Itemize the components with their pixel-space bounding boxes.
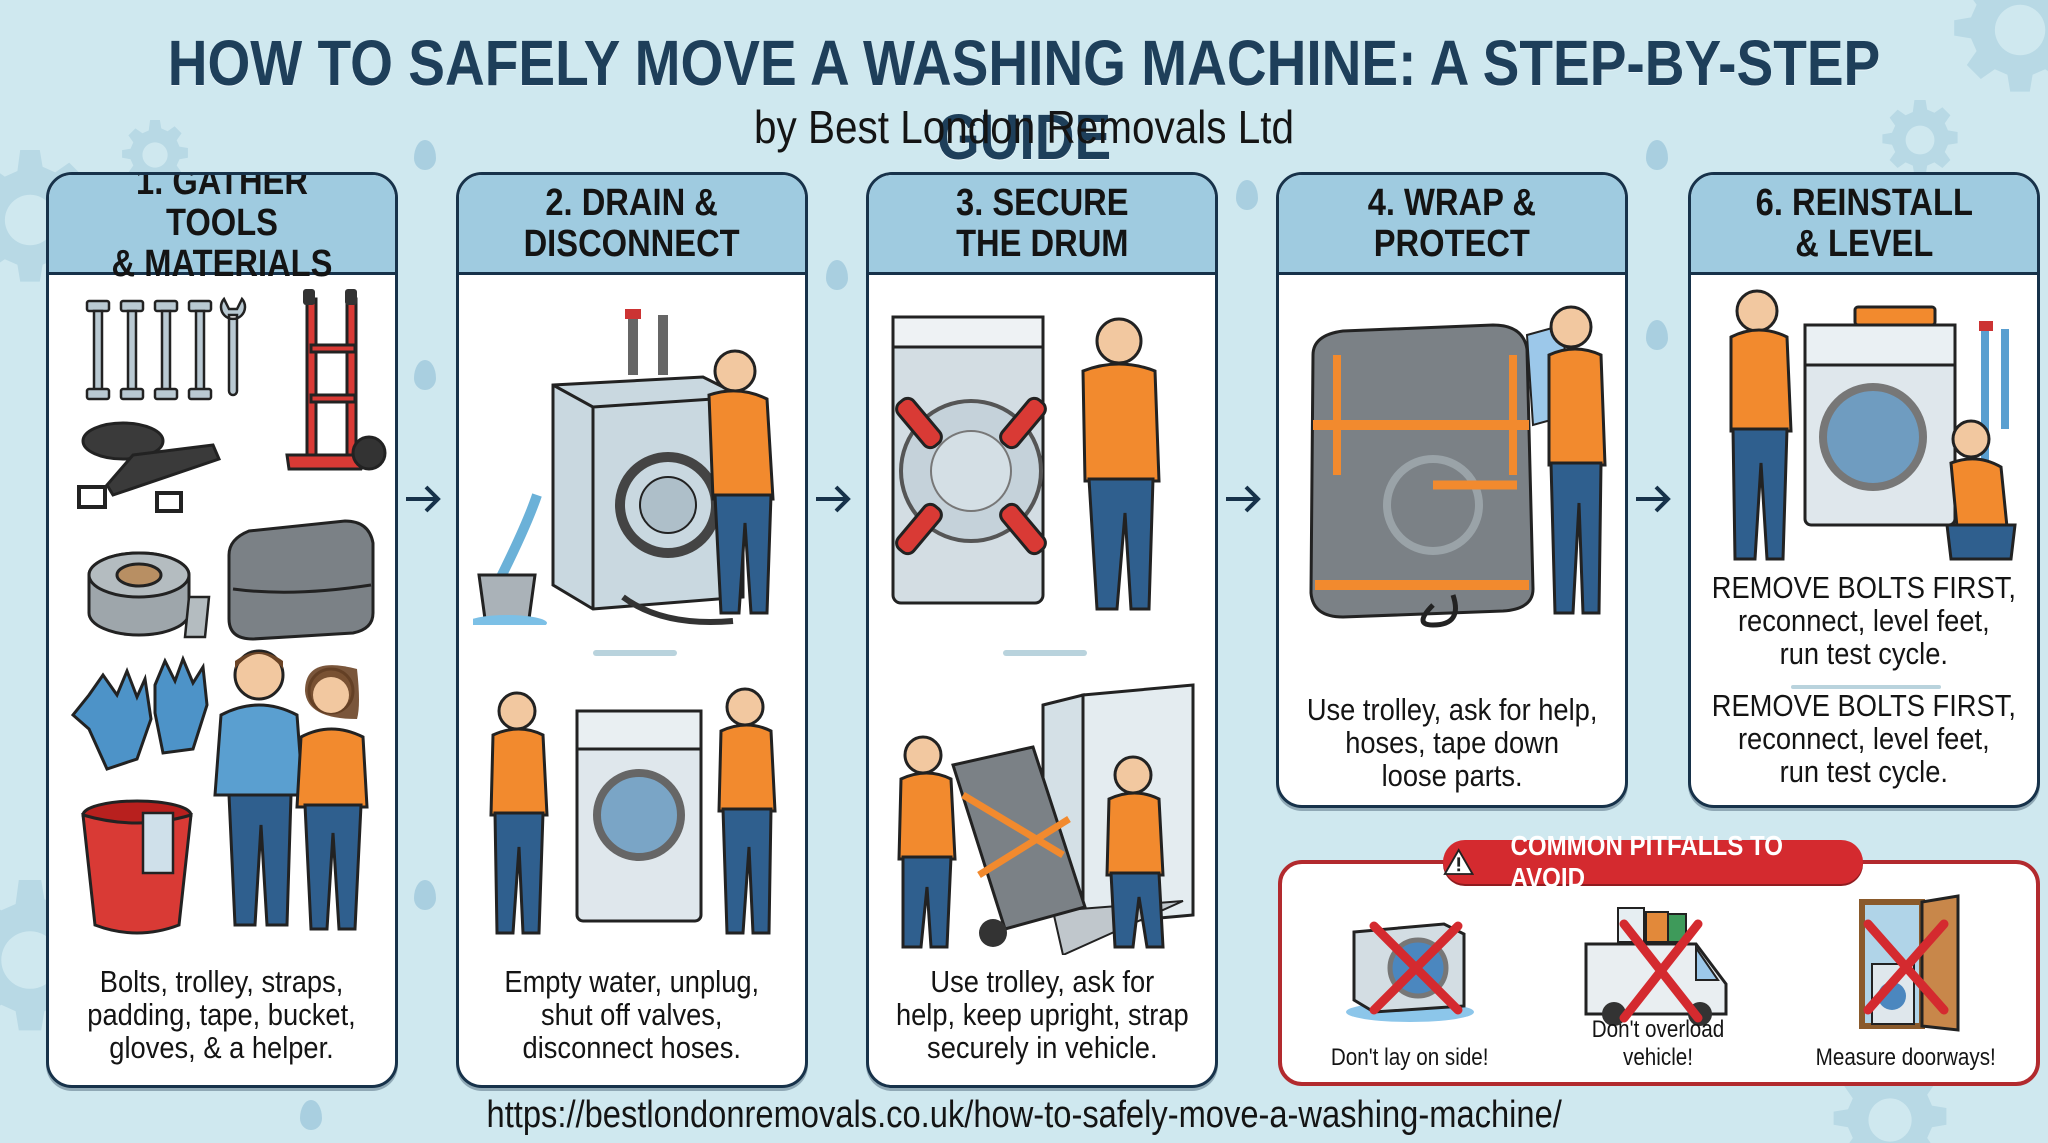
two-helpers-icon: [213, 649, 369, 931]
arrow-right-icon: [816, 485, 851, 513]
step-caption: Use trolley, ask for help, keep upright,…: [869, 965, 1215, 1064]
water-drop-icon: [1236, 180, 1258, 210]
hand-trolley-icon: [285, 289, 387, 471]
pitfall-label-text: Don't lay on side!: [1331, 1044, 1489, 1071]
water-drop-icon: [300, 1100, 322, 1130]
step-caption-text: Use trolley, ask for help, keep upright,…: [895, 964, 1189, 1065]
water-drop-icon: [1646, 140, 1668, 170]
bucket-icon: [81, 799, 193, 935]
duct-tape-icon: [87, 551, 211, 639]
step-title-text: 1. GATHER TOOLS & MATERIALS: [111, 172, 333, 285]
pitfall-label-text: Don't overload vehicle!: [1591, 1016, 1725, 1071]
unplug-machine-illustration: [489, 687, 777, 935]
step-caption: Use trolley, ask for help, hoses, tape d…: [1279, 693, 1625, 792]
step-panel-5: 6. REINSTALL & LEVEL REMOVE BOLTS FIRST,…: [1688, 172, 2040, 808]
reinstall-level-illustration: [1729, 289, 2017, 561]
step-illustrations: Use trolley, ask for help, keep upright,…: [869, 275, 1215, 1085]
step-title: 3. SECURE THE DRUM: [869, 175, 1215, 275]
source-url[interactable]: https://bestlondonremovals.co.uk/how-to-…: [0, 1094, 2048, 1137]
gloves-icon: [70, 655, 209, 771]
step-panel-1: 1. GATHER TOOLS & MATERIALS: [46, 172, 398, 1088]
step-caption-text: Use trolley, ask for help, hoses, tape d…: [1306, 692, 1598, 793]
step-illustrations: Bolts, trolley, straps, padding, tape, b…: [49, 275, 395, 1085]
step-caption-text: REMOVE BOLTS FIRST, reconnect, level fee…: [1711, 570, 2017, 671]
pitfall-label: Don't lay on side!: [1290, 1044, 1530, 1072]
step-title-text: 6. REINSTALL & LEVEL: [1755, 181, 1973, 265]
step-caption-repeat: REMOVE BOLTS FIRST, reconnect, level fee…: [1691, 689, 2037, 788]
step-panel-2: 2. DRAIN & DISCONNECT: [456, 172, 808, 1088]
step-title: 2. DRAIN & DISCONNECT: [459, 175, 805, 275]
step-title-text: 4. WRAP & PROTECT: [1367, 181, 1537, 265]
transit-bolts-icon: [85, 296, 247, 401]
divider: [593, 650, 677, 656]
pitfall-label-text: Measure doorways!: [1815, 1044, 1997, 1071]
arrow-right-icon: [1636, 485, 1671, 513]
water-drop-icon: [414, 140, 436, 170]
step-title: 6. REINSTALL & LEVEL: [1691, 175, 2037, 275]
water-drop-icon: [1646, 320, 1668, 350]
step-caption: Empty water, unplug, shut off valves, di…: [459, 965, 805, 1064]
step-caption-text: REMOVE BOLTS FIRST, reconnect, level fee…: [1711, 688, 2017, 789]
pitfalls-title: COMMON PITFALLS TO AVOID: [1510, 830, 1784, 893]
step-panel-3: 3. SECURE THE DRUM: [866, 172, 1218, 1088]
warning-icon: [1443, 848, 1475, 875]
doorway-crossed-icon: [1859, 894, 1960, 1032]
step-title-text: 3. SECURE THE DRUM: [955, 181, 1129, 265]
secure-drum-illustration: [891, 315, 1161, 611]
wrap-machine-illustration: [1309, 305, 1607, 628]
step-illustrations: Empty water, unplug, shut off valves, di…: [459, 275, 805, 1085]
machine-on-side-crossed-icon: [1346, 921, 1474, 1022]
page-subtitle: by Best London Removals Ltd: [753, 101, 1295, 153]
pitfall-label: Measure doorways!: [1786, 1044, 2026, 1072]
overloaded-van-crossed-icon: [1584, 907, 1728, 1026]
gear-icon: [1954, 0, 2048, 92]
pitfall-item: Measure doorways!: [1786, 894, 2026, 1084]
drain-machine-illustration: [473, 309, 775, 625]
ratchet-straps-icon: [77, 421, 222, 513]
arrow-right-icon: [406, 485, 441, 513]
pitfall-label: Don't overload vehicle!: [1538, 1016, 1778, 1072]
step-illustrations: REMOVE BOLTS FIRST, reconnect, level fee…: [1691, 275, 2037, 805]
load-van-illustration: [897, 683, 1195, 955]
pitfall-item: Don't lay on side!: [1290, 904, 1530, 1084]
water-drop-icon: [414, 360, 436, 390]
step-illustrations: Use trolley, ask for help, hoses, tape d…: [1279, 275, 1625, 805]
source-url-text[interactable]: https://bestlondonremovals.co.uk/how-to-…: [486, 1094, 1562, 1136]
divider: [1791, 685, 1941, 689]
pitfall-item: Don't overload vehicle!: [1538, 904, 1778, 1084]
step-caption-text: Empty water, unplug, shut off valves, di…: [504, 964, 760, 1065]
water-drop-icon: [414, 880, 436, 910]
step-title-text: 2. DRAIN & DISCONNECT: [523, 181, 741, 265]
arrow-right-icon: [1226, 485, 1261, 513]
pitfalls-title-badge: COMMON PITFALLS TO AVOID: [1443, 830, 1863, 893]
step-title: 1. GATHER TOOLS & MATERIALS: [49, 175, 395, 285]
gear-icon: [1882, 100, 1958, 176]
divider: [1003, 650, 1087, 656]
step-caption: REMOVE BOLTS FIRST, reconnect, level fee…: [1691, 571, 2037, 670]
step-caption-text: Bolts, trolley, straps, padding, tape, b…: [87, 964, 357, 1065]
page-title: HOW TO SAFELY MOVE A WASHING MACHINE: A …: [167, 27, 1881, 173]
step-title: 4. WRAP & PROTECT: [1279, 175, 1625, 275]
moving-blankets-icon: [227, 519, 375, 641]
step-caption: Bolts, trolley, straps, padding, tape, b…: [49, 965, 395, 1064]
water-drop-icon: [826, 260, 848, 290]
step-panel-4: 4. WRAP & PROTECT Use trolley, ask for h…: [1276, 172, 1628, 808]
gear-icon: [122, 120, 188, 186]
